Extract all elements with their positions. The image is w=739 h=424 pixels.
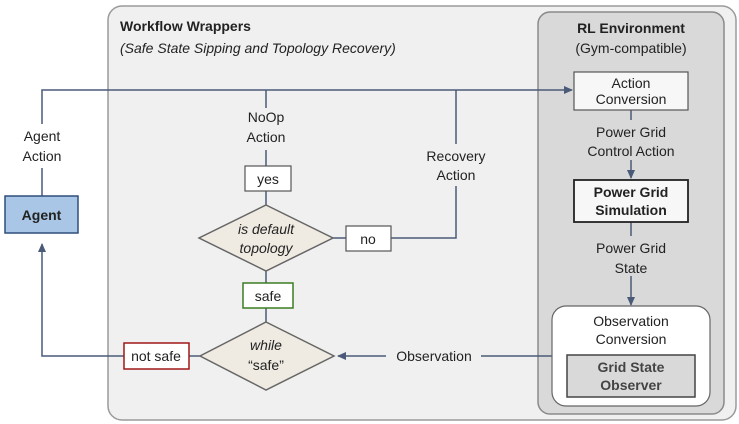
not-safe-box	[123, 342, 190, 370]
simulation-box	[573, 179, 689, 223]
while-safe-decision	[198, 321, 336, 391]
grid-state-observer-box	[566, 354, 696, 398]
not-safe-line	[38, 243, 124, 357]
observer-label-2: Observer	[600, 377, 662, 393]
agent-action-label-2: Action	[23, 148, 62, 164]
agent-action-label-1: Agent	[24, 128, 61, 144]
yes-box	[244, 165, 292, 192]
agent-box	[4, 195, 79, 234]
simulation-label-2: Simulation	[595, 202, 667, 218]
observation-label: Observation	[396, 348, 471, 364]
observer-label-1: Grid State	[598, 359, 665, 375]
wrappers-subtitle: (Safe State Sipping and Topology Recover…	[120, 40, 396, 56]
action-conversion-label-1: Action	[612, 75, 651, 91]
yes-label: yes	[257, 171, 279, 187]
noop-label-1: NoOp	[248, 109, 285, 125]
action-conversion-label-2: Conversion	[596, 91, 667, 107]
control-action-label-2: Control Action	[587, 143, 674, 159]
state-label-2: State	[615, 260, 648, 276]
default-topology-label-1: is default	[238, 221, 295, 237]
not-safe-label: not safe	[131, 348, 181, 364]
recovery-label-2: Action	[437, 167, 476, 183]
env-subtitle: (Gym-compatible)	[575, 40, 686, 56]
observation-conversion-label-2: Conversion	[596, 331, 667, 347]
default-topology-label-2: topology	[240, 240, 294, 256]
safe-box	[242, 282, 294, 309]
recovery-label-1: Recovery	[426, 148, 485, 164]
default-topology-decision	[197, 204, 335, 272]
no-label: no	[360, 231, 376, 247]
env-title: RL Environment	[577, 20, 685, 36]
while-safe-label-2: “safe”	[248, 357, 284, 373]
wrappers-title: Workflow Wrappers	[120, 18, 251, 34]
observation-conversion-label-1: Observation	[593, 313, 668, 329]
control-action-label-1: Power Grid	[596, 124, 666, 140]
recovery-line	[391, 90, 457, 239]
state-label-1: Power Grid	[596, 240, 666, 256]
safe-label: safe	[255, 288, 282, 304]
noop-label-2: Action	[247, 129, 286, 145]
action-conversion-box	[573, 71, 689, 111]
while-safe-label-1: while	[250, 337, 282, 353]
agent-label: Agent	[22, 207, 62, 223]
simulation-label-1: Power Grid	[594, 184, 669, 200]
no-box	[345, 225, 392, 252]
